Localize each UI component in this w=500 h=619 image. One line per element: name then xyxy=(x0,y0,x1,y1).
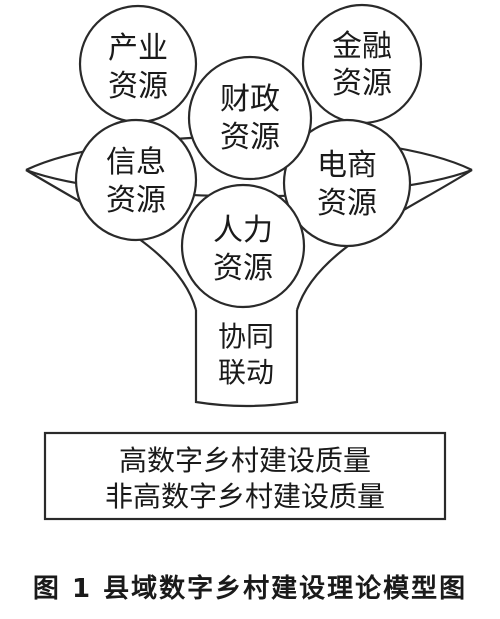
neck-label: 联动 xyxy=(218,356,274,389)
resource-label: 电商 xyxy=(317,148,377,183)
resource-label: 信息 xyxy=(106,145,166,180)
resource-label: 资源 xyxy=(106,183,166,218)
resource-label: 人力 xyxy=(213,213,273,248)
resource-label: 金融 xyxy=(332,29,392,64)
figure-caption: 图 1 县域数字乡村建设理论模型图 xyxy=(32,574,468,604)
funnel-neck xyxy=(194,310,299,408)
resource-label: 财政 xyxy=(220,82,280,117)
model-diagram: 产业 资源 金融 资源 信息 资源 电商 资源 财政 资源 人力 资源 协同 联… xyxy=(25,3,473,521)
output-box: 高数字乡村建设质量 非高数字乡村建设质量 xyxy=(43,431,447,521)
resource-circle-finance: 金融 资源 xyxy=(301,3,423,125)
resource-circle-ecommerce: 电商 资源 xyxy=(282,118,412,248)
resource-label: 资源 xyxy=(317,186,377,221)
resource-label: 资源 xyxy=(213,251,273,286)
output-label-non-high: 非高数字乡村建设质量 xyxy=(105,480,385,513)
resource-circle-industry: 产业 资源 xyxy=(78,4,198,124)
resource-circle-information: 信息 资源 xyxy=(74,118,198,242)
neck-label: 协同 xyxy=(218,320,274,353)
resource-label: 资源 xyxy=(108,69,168,104)
output-label-high: 高数字乡村建设质量 xyxy=(119,444,371,477)
resource-label: 资源 xyxy=(332,66,392,101)
resource-label: 产业 xyxy=(108,31,168,66)
resource-circle-human: 人力 资源 xyxy=(180,183,306,309)
resource-label: 资源 xyxy=(220,120,280,155)
resource-circle-fiscal: 财政 资源 xyxy=(187,55,313,181)
